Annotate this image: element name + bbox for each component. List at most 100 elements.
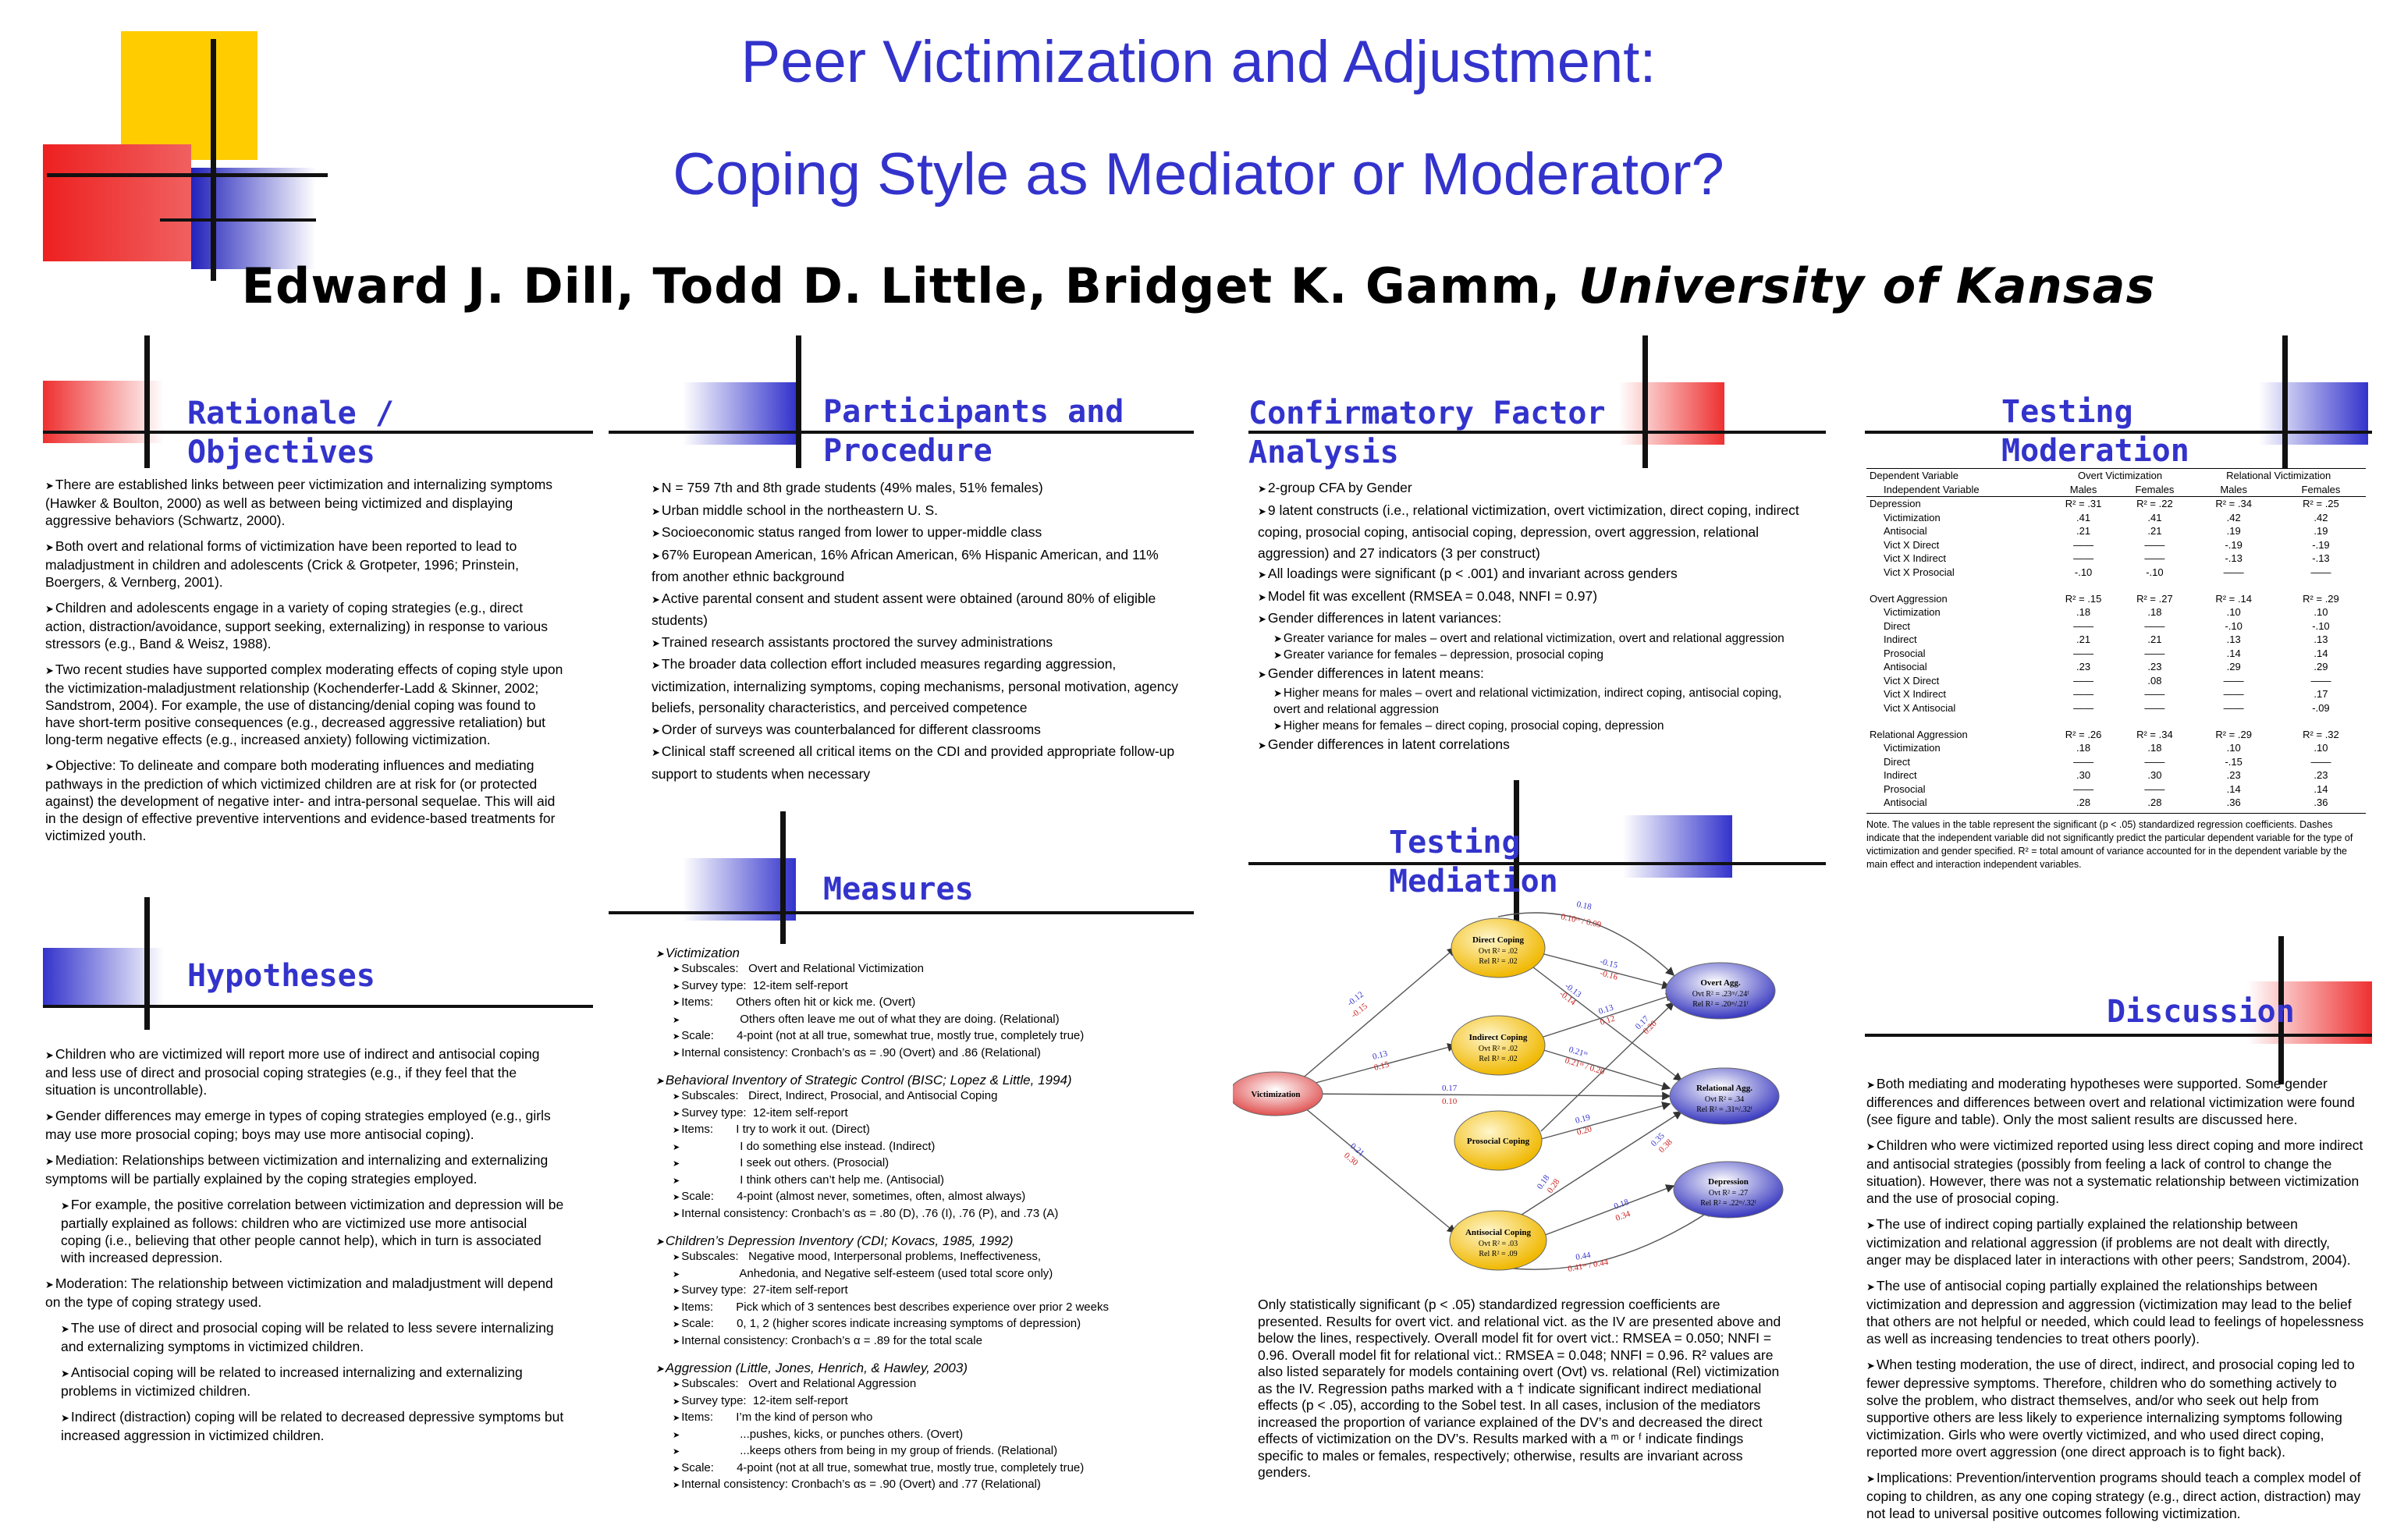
bullet-text: Indirect (distraction) coping will be re… [61,1409,564,1443]
measure-row: ➤Survey type: 12-item self-report [673,1393,848,1407]
table-cell: .21 [2076,633,2091,645]
table-row: Vict X Indirect——————.17 [1866,687,2366,701]
decor-discussion-red [2247,981,2372,1044]
bullet-arrow-icon: ➤ [61,1200,69,1212]
table-cell: —— [2310,674,2331,687]
bullet-text: For example, the positive correlation be… [61,1197,564,1265]
discussion-item: ➤The use of antisocial coping partially … [1866,1277,2366,1347]
moderation-note: Note. The values in the table represent … [1866,812,2366,871]
table-cell: .13 [2226,633,2241,645]
bullet-arrow-icon: ➤ [1866,1281,1875,1293]
row-label: Relational Aggression [1870,728,1968,740]
bullet-text: Gender differences in latent means: [1267,665,1484,681]
measure-row: ➤Items: I try to work it out. (Direct) [673,1123,870,1136]
table-cell: R² = .31 [2065,498,2102,509]
participants-item: ➤Active parental consent and student ass… [652,588,1182,632]
measure-row: ➤ Others often leave me out of what they… [673,1012,1060,1026]
row-label: Vict X Direct [1884,674,1940,687]
bullet-arrow-icon: ➤ [652,505,660,517]
table-cell: .14 [2226,782,2241,795]
discussion-body: ➤Both mediating and moderating hypothese… [1866,1075,2366,1531]
svg-text:Ovt R² = .27: Ovt R² = .27 [1709,1189,1748,1198]
poster-authors: Edward J. Dill, Todd D. Little, Bridget … [0,257,2397,314]
bullet-text: 9 latent constructs (i.e., relational vi… [1258,502,1799,561]
table-cell: —— [2073,701,2094,714]
table-cell: R² = .34 [2215,498,2252,509]
bullet-arrow-icon: ➤ [45,480,54,491]
discussion-item: ➤Both mediating and moderating hypothese… [1866,1075,2366,1128]
moderation-table: Dependent Variable Overt Victimization R… [1866,468,2366,810]
bullet-text: Trained research assistants proctored th… [661,633,1053,650]
measures-heading: Measures [823,871,974,907]
table-cell: R² = .32 [2303,728,2339,740]
bullet-arrow-icon: ➤ [1258,613,1266,625]
bullet-text: Greater variance for females – depressio… [1283,648,1604,662]
table-cell: .10 [2314,742,2328,754]
decor-hypotheses-blue [43,948,164,1006]
table-cell: —— [2073,782,2094,795]
bullet-text: The use of indirect coping partially exp… [1866,1216,2351,1268]
participants-item: ➤Order of surveys was counterbalanced fo… [652,719,1182,742]
table-cell: .14 [2226,647,2241,659]
bullet-arrow-icon: ➤ [61,1323,69,1335]
measure-row: ➤Internal consistency: Cronbach’s α = .8… [673,1333,982,1347]
table-cell: R² = .27 [2136,592,2173,605]
table-cell: .23 [2226,769,2241,781]
table-cell: .29 [2314,661,2328,672]
table-cell: .42 [2226,511,2241,523]
table-cell: —— [2223,674,2244,687]
cfa-item: ➤Gender differences in latent correlatio… [1258,734,1804,757]
cfa-item: ➤Higher means for males – overt and rela… [1258,685,1804,718]
table-cell: .18 [2147,742,2162,754]
hypothesis-item: ➤Antisocial coping will be related to in… [45,1364,564,1400]
group-header-overt: Overt Victimization [2077,470,2163,481]
col-iv: Independent Variable [1884,483,1980,495]
svg-text:Relational Agg.: Relational Agg. [1696,1084,1752,1093]
measure-row: ➤Internal consistency: Cronbach’s αs = .… [673,1045,1041,1059]
table-row: Indirect.21.21.13.13 [1866,633,2366,647]
measure-row: ➤Survey type: 27-item self-report [673,1283,848,1297]
measure-block: ➤Victimization➤Subscales: Overt and Rela… [655,946,1186,1062]
bullet-arrow-icon: ➤ [61,1368,69,1379]
table-cell: —— [2144,701,2165,714]
bullet-arrow-icon: ➤ [1273,720,1282,732]
bullet-text: Higher means for males – overt and relat… [1273,687,1782,716]
bullet-arrow-icon: ➤ [1273,687,1282,699]
measure-row: ➤ Anhedonia, and Negative self-esteem (u… [673,1266,1053,1280]
discussion-item: ➤When testing moderation, the use of dir… [1866,1356,2366,1460]
table-cell: .18 [2076,606,2091,618]
hypotheses-body: ➤Children who are victimized will report… [45,1045,564,1453]
decor-measures-hline [609,911,1194,914]
table-cell: R² = .29 [2215,728,2252,740]
lbl-direct-overt-a: -0.15 [1599,956,1619,970]
lbl-indirect-dep-b: 0.20 [1576,1124,1593,1137]
bullet-arrow-icon: ➤ [1273,632,1282,644]
moderation-table-wrap: Dependent Variable Overt Victimization R… [1866,468,2366,871]
table-cell: —— [2223,688,2244,700]
measure-block: ➤Children’s Depression Inventory (CDI; K… [655,1233,1186,1350]
decor-hline2 [160,218,316,222]
table-row: Victimization.18.18.10.10 [1866,741,2366,755]
path-antisocial-dep [1540,1184,1675,1237]
bullet-text: Greater variance for males – overt and r… [1283,631,1784,645]
lbl-direct-overt-b: -0.16 [1599,968,1619,982]
table-cell: -.10 [2074,566,2093,578]
author-names: Edward J. Dill, Todd D. Little, Bridget … [241,257,1561,314]
participants-item: ➤Clinical staff screened all critical it… [652,741,1182,785]
node-depression: Depression Ovt R² = .27 Rel R² = .22ᵐ/.3… [1673,1161,1784,1219]
bullet-arrow-icon: ➤ [652,724,660,736]
col-dv: Dependent Variable [1870,470,1958,481]
table-cell: —— [2073,755,2094,768]
bullet-arrow-icon: ➤ [652,549,660,562]
row-label: Victimization [1884,742,1941,754]
table-cell: .23 [2147,661,2162,672]
svg-text:Rel R² = .02: Rel R² = .02 [1479,1055,1517,1063]
table-cell: .10 [2314,606,2328,618]
measure-row: ➤Survey type: 12-item self-report [673,978,848,992]
table-cell: —— [2144,552,2165,564]
bullet-text: Gender differences in latent correlation… [1267,736,1510,752]
bullet-text: Moderation: The relationship between vic… [45,1276,553,1310]
